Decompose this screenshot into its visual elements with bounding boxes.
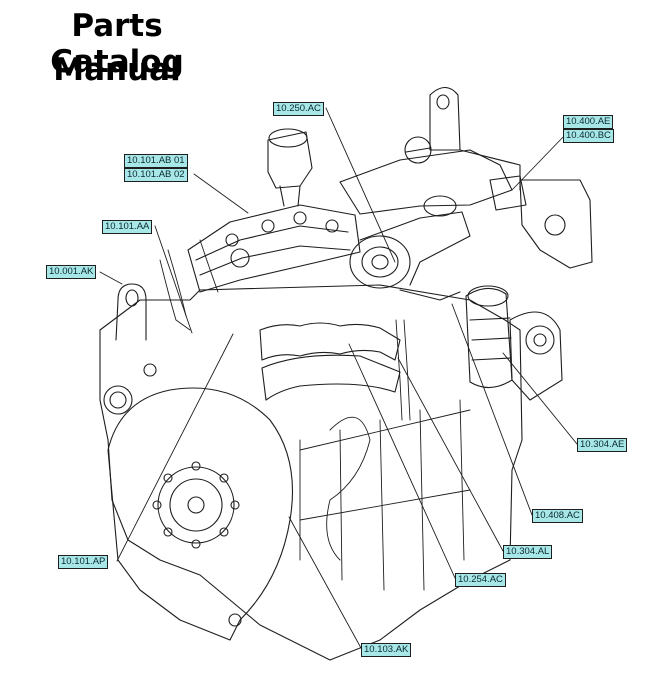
exhaust-manifold <box>259 322 401 401</box>
callout-10-400-ae[interactable]: 10.400.AE <box>563 115 614 129</box>
callout-10-101-ab-02[interactable]: 10.101.AB 02 <box>124 168 188 182</box>
callout-10-101-aa[interactable]: 10.101.AA <box>102 220 153 234</box>
leader-lines <box>99 107 578 649</box>
callout-10-101-ap[interactable]: 10.101.AP <box>58 555 109 569</box>
callout-10-101-ab-01[interactable]: 10.101.AB 01 <box>124 154 188 168</box>
starter-motor <box>509 311 563 401</box>
fuel-lines <box>159 239 411 561</box>
catalog-title-line2: Manual <box>53 52 181 88</box>
callout-10-254-ac[interactable]: 10.254.AC <box>455 573 506 587</box>
callout-10-001-ak[interactable]: 10.001.AK <box>46 265 97 279</box>
callout-10-304-al[interactable]: 10.304.AL <box>503 545 553 559</box>
block-ribs <box>299 399 471 591</box>
lifting-eye-left <box>115 283 147 341</box>
callout-10-103-ak[interactable]: 10.103.AK <box>361 643 412 657</box>
catalog-title-line1: Parts Catalog <box>50 8 184 80</box>
flywheel-housing <box>103 363 294 641</box>
callout-10-408-ac[interactable]: 10.408.AC <box>532 509 583 523</box>
engine-block <box>99 128 523 661</box>
callout-10-250-ac[interactable]: 10.250.AC <box>273 102 324 116</box>
lifting-eye-right <box>429 86 521 191</box>
callout-10-400-bc[interactable]: 10.400.BC <box>563 129 614 143</box>
alternator-bracket <box>489 175 593 269</box>
callout-10-304-ae[interactable]: 10.304.AE <box>577 438 628 452</box>
turbocharger <box>349 195 471 301</box>
